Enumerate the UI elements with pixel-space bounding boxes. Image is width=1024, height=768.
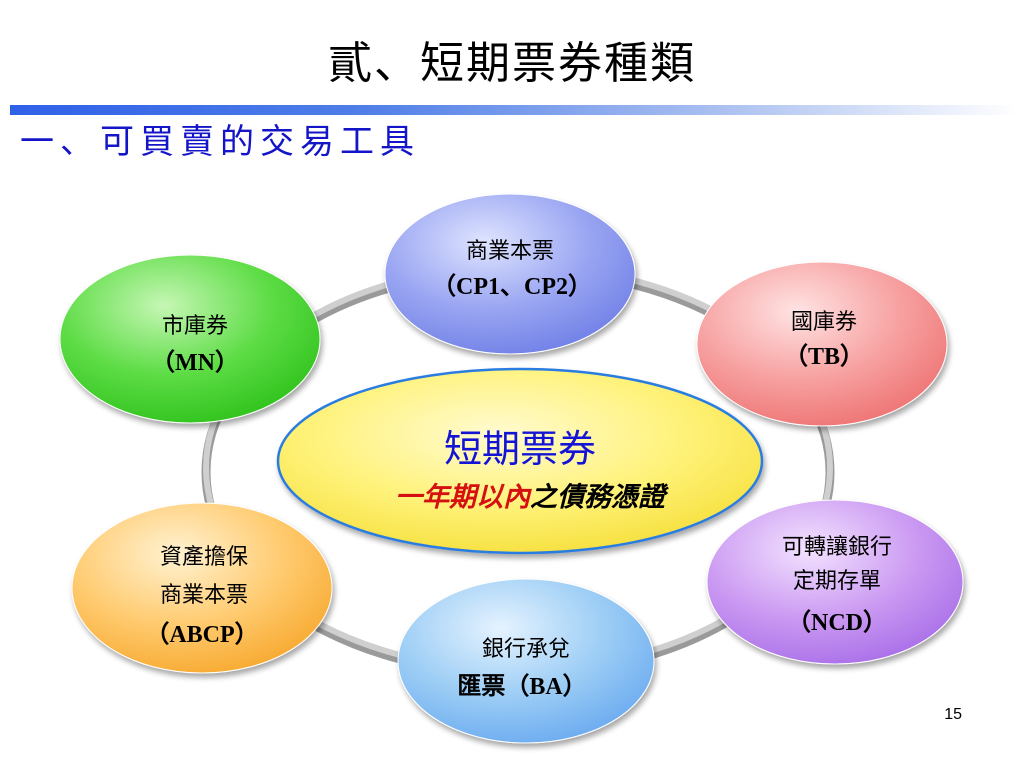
node-abcp-line-3: （ABCP）: [145, 621, 258, 648]
node-tb-line-1: 國庫券: [791, 310, 857, 335]
node-abcp: [71, 502, 333, 674]
center-caption-highlight: 一年期以內: [395, 482, 532, 513]
slide-title: 貳、短期票券種類: [328, 38, 696, 89]
node-tb-line-2: （TB）: [784, 343, 864, 370]
node-tb: [696, 261, 948, 427]
center-caption-rest: 之債務憑證: [530, 482, 669, 513]
center-caption: 一年期以內之債務憑證: [395, 482, 669, 513]
node-cp-line-1: 商業本票: [466, 239, 554, 264]
center-title: 短期票券: [444, 427, 596, 471]
node-ncd-line-2: 定期存單: [793, 569, 881, 594]
center-node: [276, 367, 764, 555]
node-mn-line-2: （MN）: [151, 349, 239, 376]
section-subtitle: 一、可買賣的交易工具: [20, 122, 420, 162]
title-underline: [10, 105, 1018, 115]
page-number: 15: [944, 706, 962, 723]
node-cp: [384, 193, 636, 355]
node-ncd-line-1: 可轉讓銀行: [782, 535, 892, 560]
node-abcp-line-2: 商業本票: [160, 583, 248, 608]
node-ba-line-1: 銀行承兌: [482, 637, 570, 662]
node-ncd: [706, 499, 964, 665]
node-ba: [397, 578, 655, 744]
node-abcp-line-1: 資產擔保: [160, 545, 248, 570]
node-mn-line-1: 市庫券: [162, 314, 228, 339]
node-cp-line-2: （CP1、CP2）: [432, 273, 592, 300]
node-ncd-line-3: （NCD）: [787, 609, 887, 636]
node-mn: [59, 254, 321, 424]
node-ba-line-2: 匯票（BA）: [457, 673, 586, 700]
